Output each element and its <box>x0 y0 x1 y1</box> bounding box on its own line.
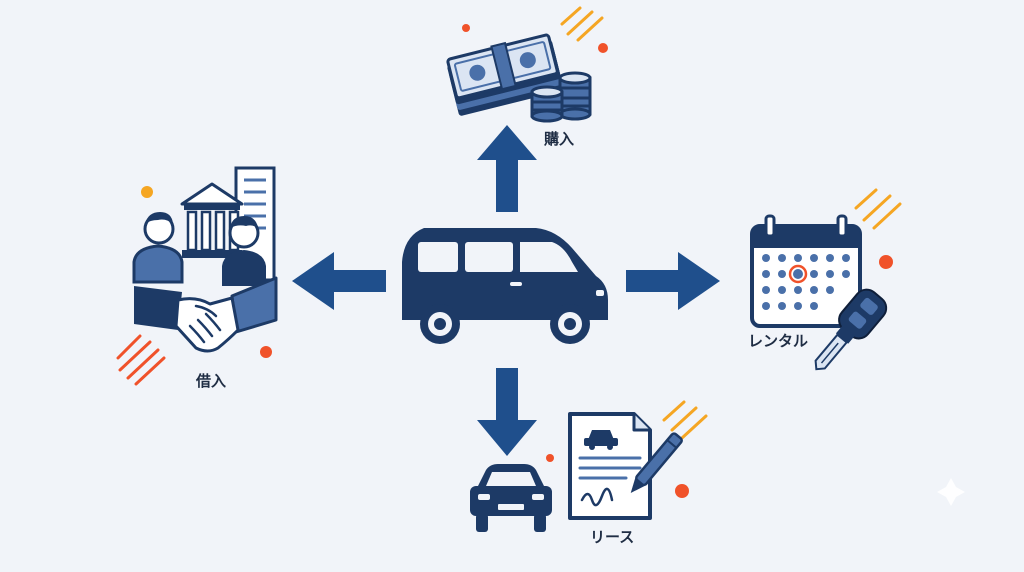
handshake-and-bank-icon <box>116 166 278 386</box>
arrow-left <box>292 252 386 310</box>
cash-and-coins-icon <box>446 6 608 123</box>
borrow-label: 借入 <box>196 372 227 390</box>
arrow-down <box>477 368 537 456</box>
purchase-label: 購入 <box>544 130 575 148</box>
van-icon <box>402 228 608 344</box>
arrow-up <box>477 125 537 212</box>
arrow-right <box>626 252 720 310</box>
lease-label: リース <box>590 528 635 546</box>
calendar-and-car-key-icon <box>750 188 902 371</box>
rental-label: レンタル <box>748 332 809 350</box>
sparkle-icon <box>937 478 965 506</box>
car-and-contract-icon <box>470 400 708 532</box>
